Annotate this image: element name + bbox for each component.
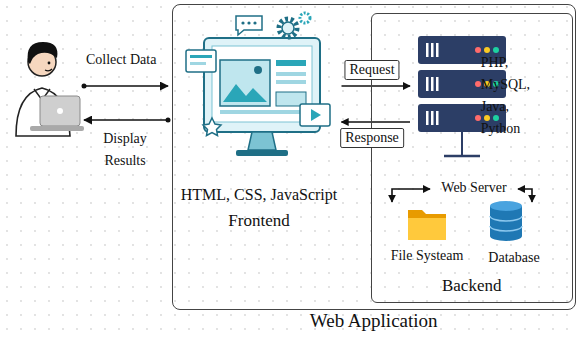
web-server: Web Server (430, 178, 518, 200)
connector-arrow (342, 85, 411, 87)
node-label: Database (488, 250, 539, 267)
frontend-illustration (311, 109, 321, 121)
node-label: Web Application (310, 310, 438, 333)
database-icon (490, 226, 522, 231)
frontend-illustration (282, 22, 294, 34)
frontend-illustration (203, 118, 221, 136)
user-figure (40, 96, 80, 126)
flow-arrow (82, 84, 171, 123)
user-figure (57, 108, 63, 114)
connector-arrow (392, 189, 430, 202)
illustration-part (493, 47, 499, 53)
server-block: PHP, MySQL, Java, Python (410, 32, 572, 162)
illustration-part (475, 47, 481, 53)
connector-arrow (342, 121, 411, 123)
frontend-illustration (254, 66, 262, 74)
frontend-illustration (220, 110, 306, 114)
illustration-part (426, 43, 429, 57)
user-figure (28, 42, 58, 64)
frontend-illustration (276, 80, 306, 84)
frontend-illustration (300, 104, 330, 126)
edge-label: Request (344, 60, 399, 80)
illustration-part (431, 111, 434, 125)
frontend-illustration (279, 19, 297, 37)
frontend-illustration (248, 132, 276, 150)
flow-arrow (84, 85, 168, 87)
frontend-illustration (223, 84, 267, 102)
illustration-part (436, 43, 439, 57)
illustration-part (436, 111, 439, 125)
frontend-illustration (241, 21, 244, 24)
user-figure (16, 42, 84, 136)
node-sublabel: Frontend (228, 211, 289, 231)
illustration-part (493, 115, 499, 121)
server-stack (444, 155, 480, 158)
user-figure (30, 126, 84, 131)
connector-arrow (518, 189, 532, 202)
server-stack (418, 36, 506, 156)
flow-label: Collect Data (86, 52, 156, 68)
frontend-illustration (186, 50, 216, 72)
flow-label: Display Results (90, 128, 160, 172)
frontend-illustration (186, 13, 330, 156)
node-label: Backend (442, 276, 501, 296)
edge-label: Response (340, 128, 404, 148)
database-icon (490, 206, 522, 241)
database: Database (478, 202, 550, 270)
illustration-part (475, 115, 481, 121)
user-figure (48, 62, 51, 65)
illustration-part (426, 111, 429, 125)
frontend-block: HTML, CSS, JavaScriptFrontend (177, 13, 342, 235)
frontend-illustration (190, 62, 206, 65)
folder-icon (408, 210, 446, 240)
database-icon (490, 201, 522, 241)
flow-arrow (166, 118, 171, 123)
frontend-illustration (276, 60, 306, 66)
frontend-illustration (220, 60, 270, 106)
frontend-illustration (190, 55, 212, 58)
server-stack (461, 132, 463, 155)
illustration-part (431, 77, 434, 91)
frontend-illustration (236, 16, 262, 35)
database-icon (490, 216, 522, 221)
illustration-part (431, 43, 434, 57)
frontend-illustration (276, 72, 306, 76)
node-label: Web Server (441, 180, 506, 197)
database-icon (490, 201, 522, 211)
file-system: File Systeam (380, 202, 474, 270)
illustration-part (426, 43, 439, 125)
frontend-illustration (300, 13, 310, 23)
frontend-illustration (247, 21, 250, 24)
illustration-part (475, 81, 481, 87)
node-label: HTML, CSS, JavaScript (181, 185, 337, 204)
frontend-illustration (212, 46, 312, 122)
node-label: PHP, MySQL, Java, Python (481, 52, 539, 140)
folder-icon (408, 210, 446, 240)
illustration-part (436, 77, 439, 91)
folder-icon (408, 218, 446, 240)
flow-arrow (82, 84, 87, 89)
flow-arrow (84, 119, 168, 121)
user-figure (45, 69, 52, 71)
backend-box: Backend PHP, MySQL, Java, PythonWeb Serve… (371, 13, 573, 303)
app-container: Web ApplicationHTML, CSS, JavaScriptFron… (172, 4, 576, 310)
frontend-illustration (236, 150, 288, 156)
illustration-part (484, 115, 490, 121)
node-label: File Systeam (391, 248, 464, 265)
illustration-part (484, 47, 490, 53)
frontend-illustration (253, 21, 256, 24)
illustration-part (426, 77, 429, 91)
